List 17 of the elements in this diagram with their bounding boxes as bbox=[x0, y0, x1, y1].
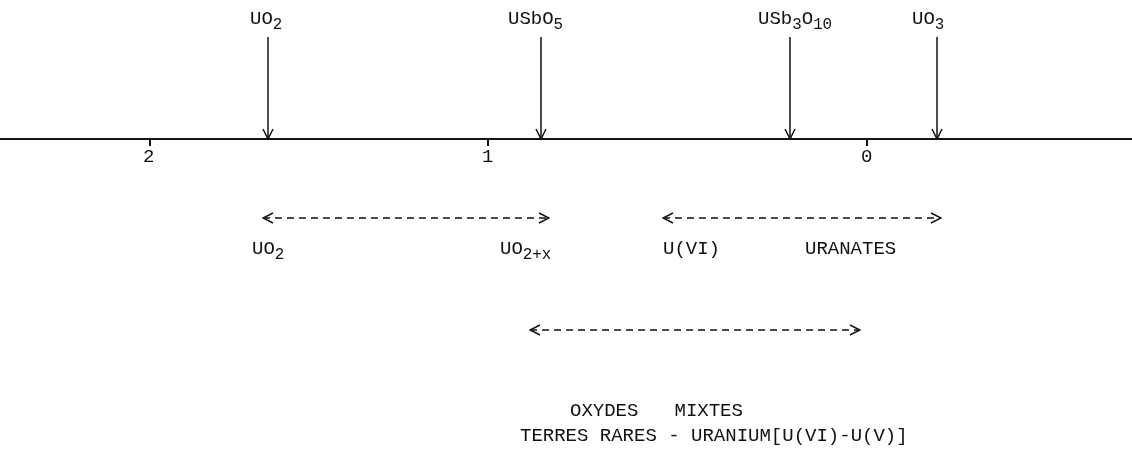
note-text: TERRES RARES - URANIUM[U(VI)-U(V)] bbox=[520, 425, 908, 448]
arrow bbox=[262, 36, 274, 140]
formula-label: UO$_{2}$ bbox=[250, 8, 283, 35]
range-label: URANATES bbox=[805, 238, 897, 261]
note-text: OXYDES MIXTES bbox=[570, 400, 743, 423]
tick-label: 2 bbox=[143, 146, 155, 169]
tick-label: 0 bbox=[861, 146, 873, 169]
arrow bbox=[784, 36, 796, 140]
range-label: UO$_{2}$ bbox=[252, 238, 285, 265]
arrow bbox=[535, 36, 547, 140]
arrow bbox=[931, 36, 943, 140]
formula-label: USbO$_{5}$ bbox=[508, 8, 564, 35]
formula-label: USb$_{3}$O$_{10}$ bbox=[758, 8, 833, 35]
range-label: U(VI) bbox=[663, 238, 720, 261]
range-label: UO$_{2+x}$ bbox=[500, 238, 552, 265]
formula-label: UO$_{3}$ bbox=[912, 8, 945, 35]
tick-label: 1 bbox=[482, 146, 494, 169]
